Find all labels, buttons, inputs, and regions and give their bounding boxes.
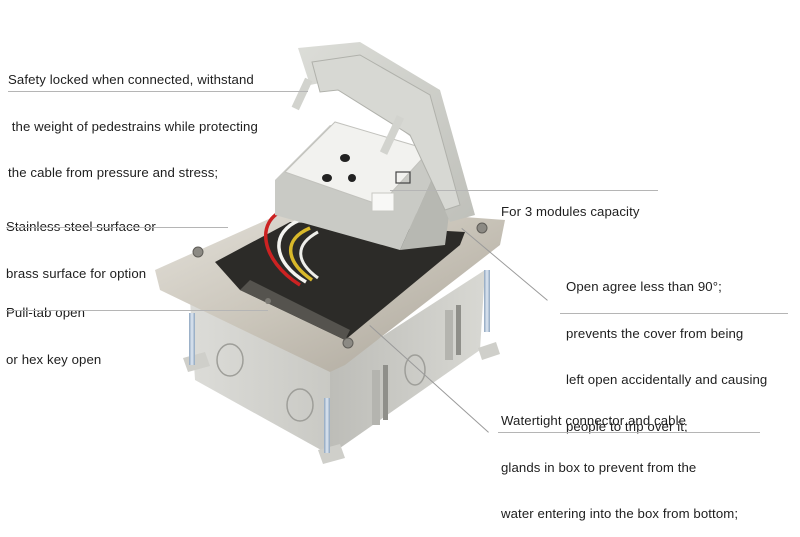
annotation-line: Stainless steel surface or: [6, 219, 156, 234]
annotation-safety-lock: Safety locked when connected, withstand …: [8, 41, 258, 196]
leader-line-pull-tab: [6, 310, 268, 311]
annotation-modules: For 3 modules capacity: [501, 173, 640, 235]
annotation-line: Pull-tab open: [6, 305, 86, 320]
annotation-line: left open accidentally and causing: [566, 372, 768, 387]
leader-line-surface: [6, 227, 228, 228]
annotation-line: prevents the cover from being: [566, 325, 744, 341]
annotation-line: or hex key open: [6, 351, 102, 367]
annotation-line: Watertight connector and cable: [501, 413, 687, 428]
leader-line-open-angle: [560, 313, 788, 314]
annotation-line: people to trip over it;: [566, 418, 688, 434]
annotation-line: glands in box to prevent from the: [501, 459, 697, 475]
hinged-cover: [291, 42, 475, 222]
annotation-line: water entering into the box from bottom;: [501, 506, 739, 521]
annotation-pull-tab: Pull-tab open or hex key open: [6, 274, 101, 383]
annotation-line: the cable from pressure and stress;: [8, 165, 219, 180]
annotation-line: the weight of pedestrains while protecti…: [8, 118, 258, 134]
floor-socket-box-illustration: [155, 42, 505, 464]
annotation-line: Open agree less than 90°;: [566, 279, 722, 294]
socket-module: [275, 121, 455, 250]
annotation-line: brass surface for option: [6, 265, 147, 281]
annotation-watertight: Watertight connector and cable glands in…: [501, 382, 738, 537]
annotation-line: Safety locked when connected, withstand: [8, 72, 254, 87]
annotation-surface: Stainless steel surface or brass surface…: [6, 188, 156, 297]
leader-line-safety-lock: [8, 91, 308, 92]
leader-line-watertight: [498, 432, 760, 433]
leader-line-modules: [390, 190, 658, 191]
annotation-open-angle: Open agree less than 90°; prevents the c…: [566, 248, 767, 450]
annotation-line: For 3 modules capacity: [501, 204, 640, 219]
box-body: [183, 270, 500, 464]
